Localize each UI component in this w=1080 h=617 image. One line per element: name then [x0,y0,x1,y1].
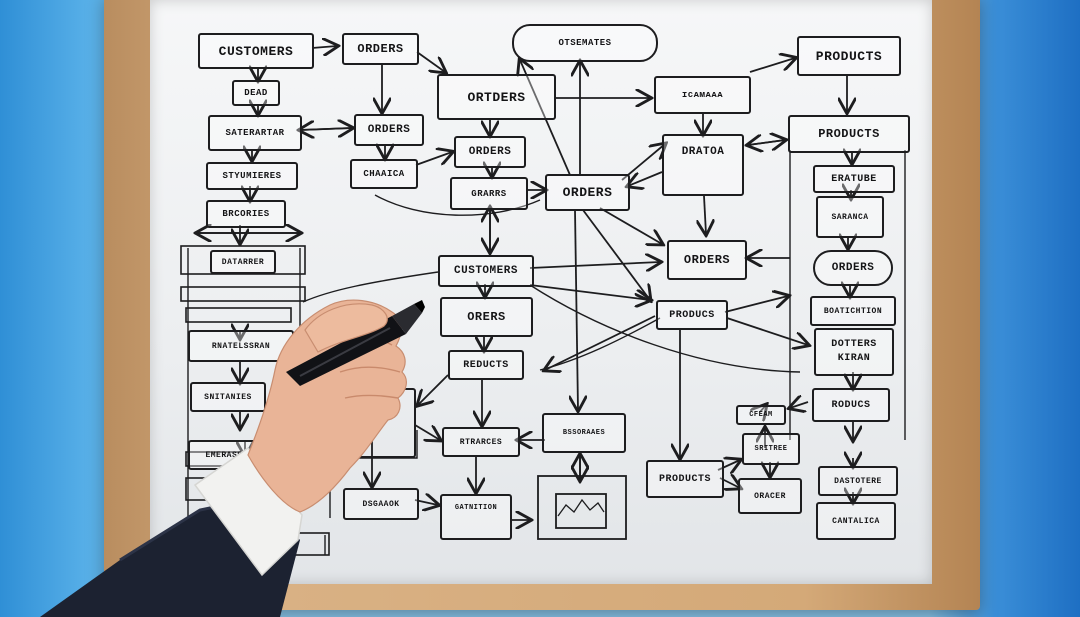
box-snitanies: SNITANIES [190,382,266,412]
box-dsgaaok: DSGAAOK [343,488,419,520]
box-orers: ORERS [440,297,533,337]
thumb [304,303,388,353]
box-products-bottom: PRODUCTS [646,460,724,498]
box-title-pill: OTSEMATES [512,24,658,62]
box-brcories: BRCORIES [206,200,286,228]
box-rtrarces: RTRARCES [442,427,520,457]
box-bssoraaes: BSSORAAES [542,413,626,453]
box-styumieres: STYUMIERES [206,162,298,190]
marker-pen [286,300,425,386]
box-dead: DEAD [232,80,280,106]
box-dotters-kiran: DOTTERS KIRAN [814,328,894,376]
box-customers-top: CUSTOMERS [198,33,314,69]
box-products-top: PRODUCTS [797,36,901,76]
box-orders-pill: ORDERS [813,250,893,286]
box-dratoa: DRATOA [662,134,744,196]
box-roducs: RODUCS [812,388,890,422]
box-cantalica: CANTALICA [816,502,896,540]
box-eratube: ERATUBE [813,165,895,193]
box-sritree: SRITREE [742,433,800,465]
box-saranca: SARANCA [816,196,884,238]
kiran-label: KIRAN [837,353,871,364]
box-orders-mid2: ORDERS [454,136,526,168]
box-reducts: REDUCTS [448,350,524,380]
box-oracer: ORACER [738,478,802,514]
box-orders-top: ORDERS [342,33,419,65]
box-cfeam: CFEAM [736,405,786,425]
shirt-cuff [193,446,303,577]
box-products-mid: PRODUCTS [788,115,910,153]
box-satearatar: SATERARTAR [208,115,302,151]
box-producs: PRODUCS [656,300,728,330]
box-small-top: ɪᴄᴀᴍᴀᴀᴀ [654,76,751,114]
box-chaaica: CHAAICA [350,159,418,189]
box-orders-mid: ORDERS [354,114,424,146]
box-ortders: ORTDERS [437,74,556,120]
box-datarrer: DATARRER [210,250,276,274]
box-dastotere: DASTOTERE [818,466,898,496]
box-boatichtion: BOATICHTION [810,296,896,326]
box-gatnition: GATNITION [440,494,512,540]
box-orders-center: ORDERS [545,174,630,211]
box-grarrs: GRARRS [450,177,528,210]
dotters-label: DOTTERS [831,339,877,350]
box-customers-center: CUSTOMERS [438,255,534,287]
box-orders-right: ORDERS [667,240,747,280]
